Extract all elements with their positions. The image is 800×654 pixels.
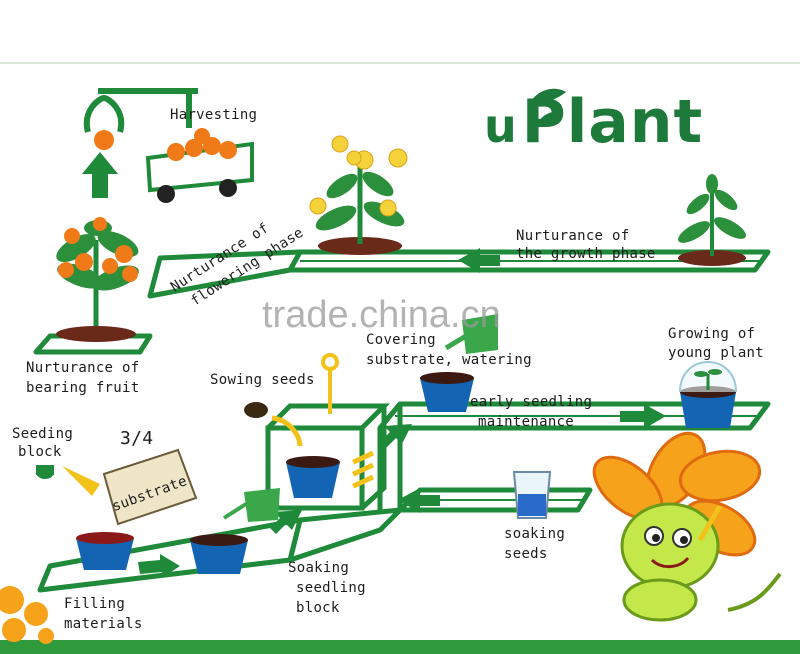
label-soaking-block-1: Soaking <box>288 560 350 576</box>
label-growth-2: the growth phase <box>516 246 656 262</box>
label-soaking-block-2: seedling <box>296 580 366 596</box>
corner-flower-icon <box>0 586 54 644</box>
right-arrow-icon-2 <box>138 554 180 578</box>
label-sowing: Sowing seeds <box>210 372 315 388</box>
label-covering-1: Covering <box>366 332 436 348</box>
brand-prefix: u <box>484 99 518 153</box>
label-young-1: Growing of <box>668 326 756 342</box>
label-soaking-seeds-2: seeds <box>504 546 548 562</box>
bottom-bar <box>0 640 800 654</box>
harvest-cart-icon <box>145 128 254 203</box>
harvest-claw-icon <box>83 88 198 150</box>
top-divider <box>0 62 800 64</box>
soaking-can-icon <box>222 488 280 522</box>
label-substrate-ratio: 3/4 <box>120 428 154 449</box>
young-plant-dome-icon <box>679 361 737 428</box>
up-arrow-icon <box>82 152 118 198</box>
left-arrow-icon-2 <box>398 488 440 513</box>
watermark: trade.china.cn <box>262 294 501 336</box>
brand-name: Plant <box>521 87 704 157</box>
left-arrow-icon <box>458 248 500 273</box>
substrate-bag-icon <box>102 448 198 526</box>
covering-pot-icon <box>420 372 474 412</box>
brand-leaf-icon <box>530 88 566 125</box>
sowing-tool-icon <box>244 353 339 447</box>
label-seeding-block-2: block <box>18 444 62 460</box>
watering-can-icon <box>444 314 498 354</box>
right-arrow-icon <box>620 404 666 429</box>
label-fruit-2: bearing fruit <box>26 380 140 396</box>
label-soaking-block-3: block <box>296 600 340 616</box>
label-filling-2: materials <box>64 616 143 632</box>
growth-plant-icon <box>678 174 746 266</box>
mascot-icon <box>592 431 782 622</box>
label-young-2: young plant <box>668 345 765 361</box>
soaking-pot-icon <box>190 534 248 574</box>
label-fruit-1: Nurturance of <box>26 360 140 376</box>
sowing-pot-icon <box>286 456 340 498</box>
label-growth-1: Nurturance of <box>516 228 630 244</box>
label-early-1: early seedling <box>470 394 593 410</box>
label-early-2: maintenance <box>478 414 575 430</box>
fruit-plant-icon <box>56 217 139 342</box>
label-soaking-seeds-1: soaking <box>504 526 566 542</box>
label-filling-1: Filling <box>64 596 126 612</box>
label-harvesting: Harvesting <box>170 107 258 123</box>
soaking-glass-icon <box>512 471 552 519</box>
up-right-arrow-icon <box>380 424 412 448</box>
flower-plant-icon <box>309 135 408 255</box>
seeding-block-icon <box>36 465 100 496</box>
label-seeding-block-1: Seeding <box>12 426 74 442</box>
filling-pot-icon <box>76 532 134 570</box>
label-covering-2: substrate, watering <box>366 352 532 368</box>
brand-logo: uPlant <box>484 92 703 156</box>
